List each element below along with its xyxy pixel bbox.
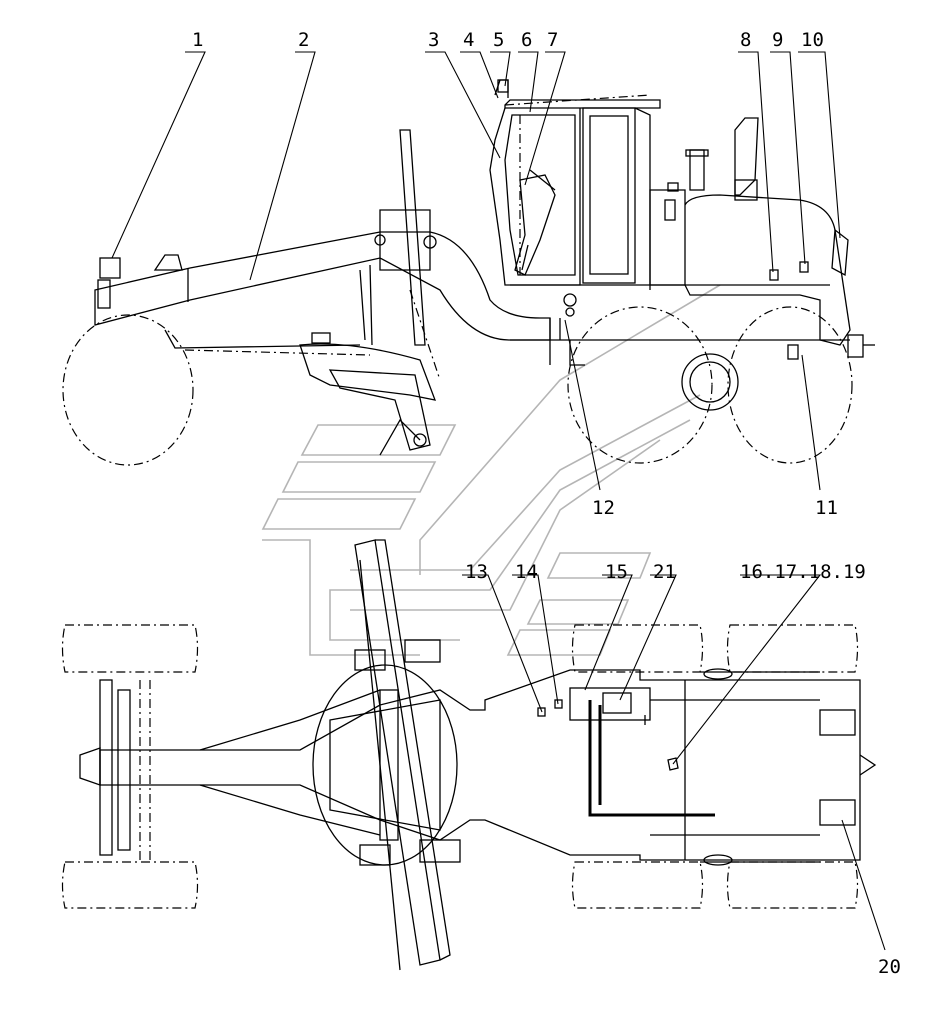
cab-console bbox=[569, 687, 651, 721]
watermark-logo bbox=[261, 284, 721, 656]
callout-12: 12 bbox=[592, 497, 615, 519]
top-frame bbox=[99, 669, 861, 861]
callout-11: 11 bbox=[815, 497, 838, 519]
callout-14: 14 bbox=[515, 561, 538, 583]
front-light-1 bbox=[99, 257, 121, 279]
callout-10: 10 bbox=[801, 29, 824, 51]
side-view bbox=[62, 79, 875, 466]
beacon-light bbox=[497, 79, 509, 93]
front-wheel-left-top bbox=[61, 624, 199, 673]
callout-4: 4 bbox=[463, 29, 474, 51]
tandem-hub-ring bbox=[681, 353, 739, 411]
tandem-wheel-front-side bbox=[567, 306, 713, 464]
callout-8: 8 bbox=[740, 29, 751, 51]
tandem-right-front-top bbox=[571, 861, 704, 909]
cab bbox=[489, 79, 830, 290]
callout-labels: 1 2 3 4 5 6 7 8 9 10 11 12 13 14 15 21 1… bbox=[192, 29, 901, 978]
callout-1: 1 bbox=[192, 29, 203, 51]
main-frame bbox=[94, 231, 551, 341]
display-21 bbox=[602, 692, 632, 714]
engine-hood bbox=[649, 117, 875, 360]
front-wheel-side bbox=[62, 314, 194, 466]
callout-20: 20 bbox=[878, 956, 901, 978]
callout-16-19: 16.17.18.19 bbox=[740, 561, 866, 583]
top-view bbox=[61, 539, 877, 971]
callout-leaders bbox=[111, 51, 886, 951]
callout-6: 6 bbox=[521, 29, 532, 51]
callout-3: 3 bbox=[428, 29, 439, 51]
circle-drawbar bbox=[312, 664, 458, 866]
callout-15: 15 bbox=[605, 561, 628, 583]
tandem-wheel-rear-side bbox=[727, 306, 853, 464]
callout-9: 9 bbox=[772, 29, 783, 51]
callout-2: 2 bbox=[298, 29, 309, 51]
tandem-left-rear-top bbox=[726, 624, 859, 673]
rear-light-right bbox=[819, 799, 856, 826]
tandem-left-front-top bbox=[571, 624, 704, 673]
tandem-hub bbox=[689, 361, 731, 403]
callout-5: 5 bbox=[493, 29, 504, 51]
front-wheel-right-top bbox=[61, 861, 199, 909]
rear-light-left bbox=[819, 709, 856, 736]
callout-13: 13 bbox=[465, 561, 488, 583]
tandem-right-rear-top bbox=[726, 861, 859, 909]
callout-21: 21 bbox=[653, 561, 676, 583]
callout-7: 7 bbox=[547, 29, 558, 51]
